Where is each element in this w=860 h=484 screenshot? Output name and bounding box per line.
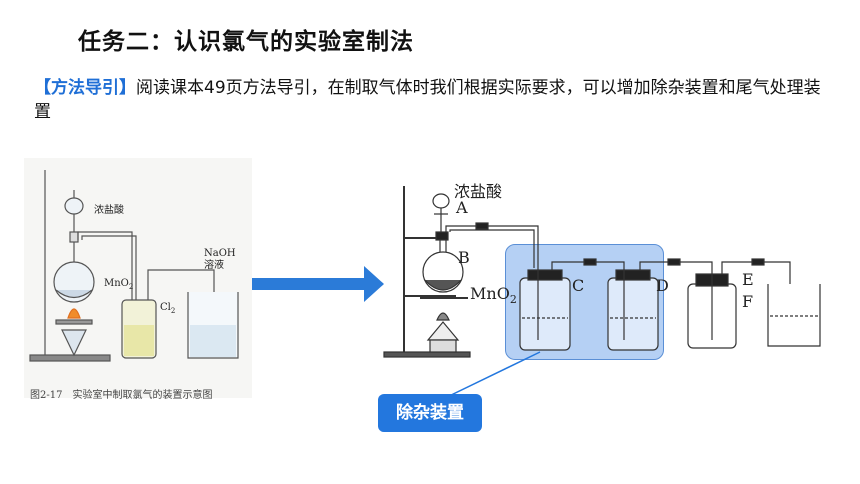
- label-f: F: [742, 292, 754, 311]
- label-c: C: [572, 276, 585, 295]
- label-b: B: [458, 248, 470, 267]
- flow-arrow-icon: [252, 266, 384, 302]
- label-d: D: [656, 276, 669, 295]
- right-label-mno2: MnO2: [470, 284, 517, 307]
- left-label-hcl: 浓盐酸: [94, 205, 124, 216]
- left-label-cl2: Cl2: [160, 302, 176, 315]
- page-title: 任务二：认识氯气的实验室制法: [78, 29, 414, 55]
- label-e: E: [742, 270, 754, 289]
- left-label-mno2: MnO2: [104, 278, 134, 291]
- label-a: A: [456, 198, 468, 217]
- method-guide-tag: 【方法导引】: [34, 78, 136, 98]
- intro-text: 阅读课本49页方法导引，在制取气体时我们根据实际要求，可以增加除杂装置和尾气处理…: [34, 78, 821, 122]
- figure-caption: 图2-17 实验室中制取氯气的装置示意图: [30, 390, 213, 401]
- intro-paragraph: 【方法导引】阅读课本49页方法导引，在制取气体时我们根据实际要求，可以增加除杂装…: [34, 76, 834, 124]
- purification-callout: 除杂装置: [378, 394, 482, 432]
- right-label-hcl: 浓盐酸: [454, 182, 503, 201]
